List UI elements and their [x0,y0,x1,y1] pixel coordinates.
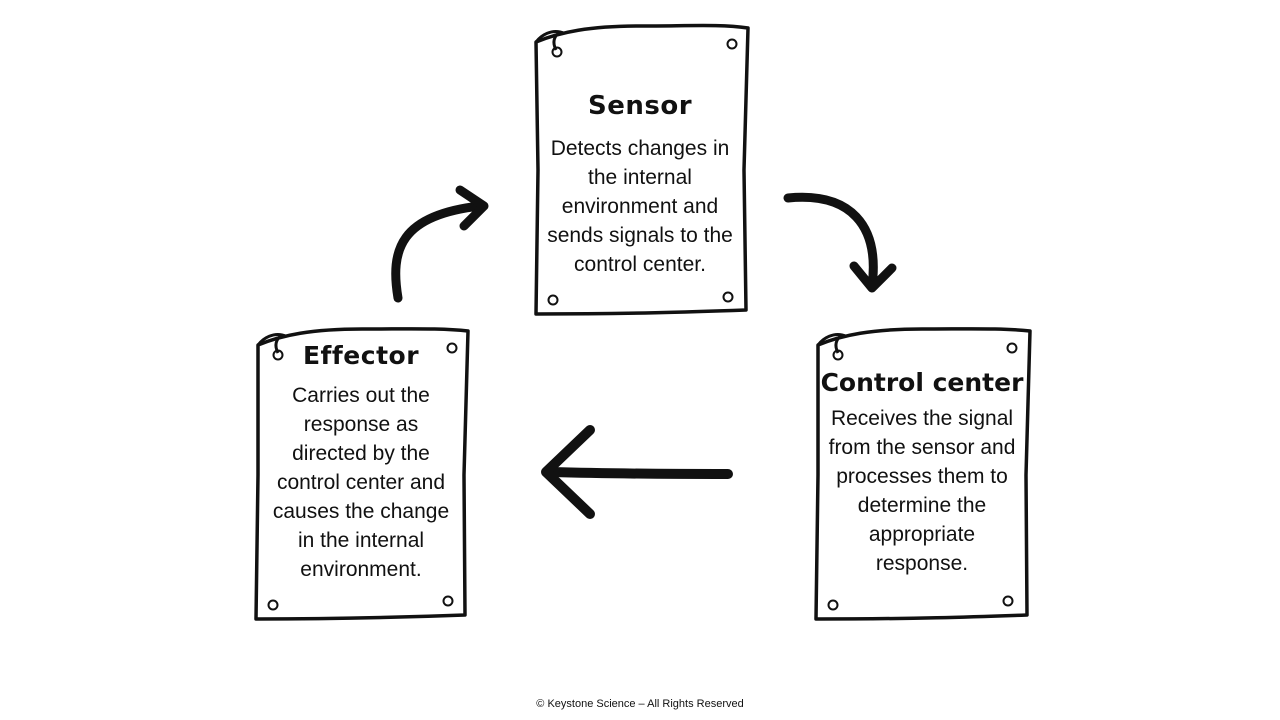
control-center-title: Control center [820,368,1024,397]
scroll-frame-icon [254,327,470,621]
effector-card: Effector Carries out the response as dir… [252,325,470,622]
copyright-footer: © Keystone Science – All Rights Reserved [536,698,744,710]
curved-arrow-down-right-icon [783,192,897,293]
scroll-frame-icon [534,23,750,316]
control-center-card: Control center Receives the signal from … [812,325,1032,622]
curved-arrow-up-right-icon [391,185,489,303]
sensor-description: Detects changes in the internal environm… [547,137,733,276]
effector-description: Carries out the response as directed by … [272,384,450,581]
sensor-title: Sensor [587,91,693,121]
effector-title: Effector [302,341,420,370]
control-center-description: Receives the signal from the sensor and … [828,407,1016,575]
scroll-frame-icon [814,327,1032,621]
sensor-card: Sensor Detects changes in the internal e… [530,20,750,318]
arrow-left-icon [541,425,733,519]
